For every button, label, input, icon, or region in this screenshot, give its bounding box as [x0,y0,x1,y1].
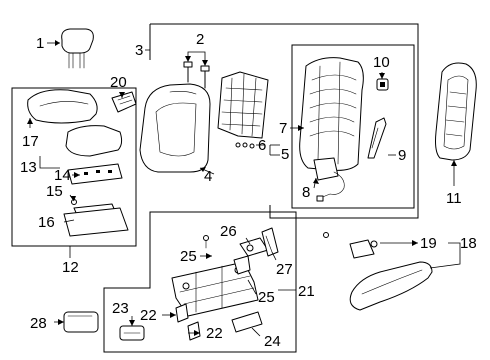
switch-knob [349,239,378,259]
rail-cover [231,311,263,333]
screw [323,232,329,238]
callout-2: 2 [196,31,204,48]
callout-27: 27 [276,261,293,278]
callout-25b: 25 [258,289,275,306]
callout-28: 28 [30,315,47,332]
callout-7: 7 [279,120,287,137]
cushion-pad [27,89,98,124]
control-switch [119,325,145,341]
heater-pad [67,163,123,185]
callout-10: 10 [373,54,390,71]
trim-cap [63,311,99,333]
callout-26: 26 [220,223,237,240]
cushion-cover [65,125,123,157]
arrowheads [27,40,457,336]
knob-assembly [111,91,137,113]
callout-25a: 25 [180,248,197,265]
callout-14: 14 [54,167,71,184]
side-shield [349,261,433,311]
callout-18: 18 [460,235,477,252]
callout-1: 1 [36,35,44,52]
sensor [376,78,389,91]
callout-8: 8 [302,184,310,201]
callout-22b: 22 [206,325,223,342]
callout-4: 4 [204,168,212,185]
callout-11: 11 [446,190,462,207]
seat-track-frame [103,211,297,353]
back-panel-grid [217,71,269,139]
callout-22a: 22 [140,307,157,324]
cushion-frame [11,87,137,247]
callout-16: 16 [38,214,55,231]
side-bracket [367,117,387,159]
group-frames [11,23,419,353]
callout-9: 9 [398,147,406,164]
callout-19: 19 [420,235,437,252]
callout-5: 5 [281,146,289,163]
callout-12: 12 [62,259,79,276]
callout-17: 17 [22,133,39,150]
seat-back-cover [139,83,211,173]
callout-21: 21 [298,283,315,300]
headrest [61,28,94,69]
callout-3: 3 [135,42,143,59]
callout-labels: 1 2 3 4 5 6 7 8 9 10 11 12 13 14 15 16 1… [20,31,477,350]
callout-23: 23 [112,300,129,317]
link-arm [261,227,279,257]
seat-back-frame [150,23,419,219]
callout-15: 15 [46,183,63,200]
callout-6: 6 [258,137,266,154]
clips [235,142,255,149]
small-bracket-a [175,303,189,323]
callout-20: 20 [110,74,127,91]
callout-13: 13 [20,159,37,176]
back-board [435,62,477,161]
fasteners [203,235,251,275]
back-frame-subframe [291,44,415,209]
cushion-tray [63,207,129,237]
lumbar-module [313,157,345,202]
callout-24: 24 [264,333,281,350]
back-frame-assembly [299,57,364,171]
